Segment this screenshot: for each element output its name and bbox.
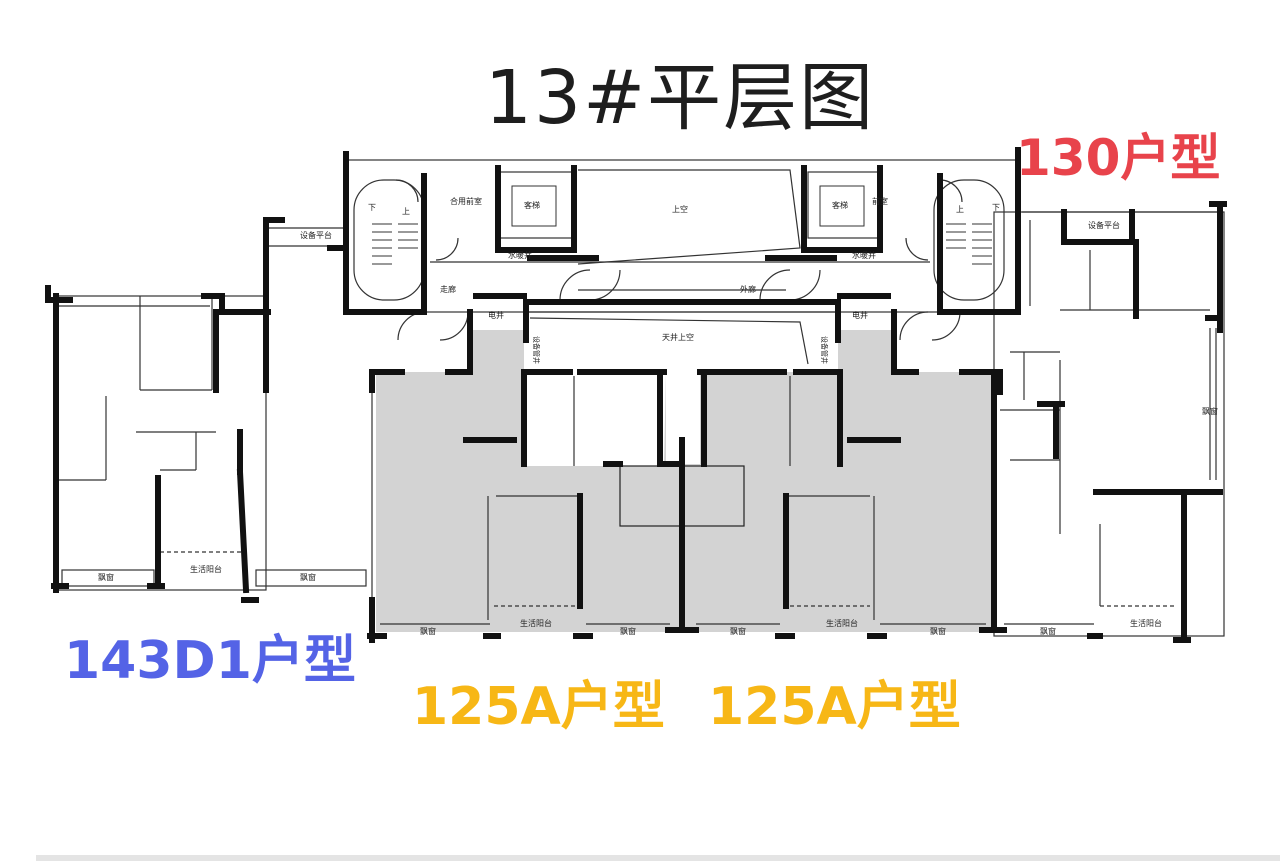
stair-label-down-right: 下: [992, 203, 1000, 212]
highlight-125a-right: [684, 330, 994, 632]
page-title: 13#平层图: [484, 55, 876, 141]
room-label-anteroom: 前室: [872, 196, 888, 206]
elevator-cars: [511, 185, 865, 227]
unit-label-125a-left: 125A户型: [412, 677, 665, 737]
room-label-equipment-platform-left: 设备平台: [300, 230, 332, 240]
unit-label-143d1: 143D1户型: [64, 631, 356, 691]
bottom-divider: [36, 855, 1280, 861]
room-label-bay-window-7: 飘窗: [1040, 626, 1056, 636]
room-label-void-top: 上空: [672, 204, 688, 214]
room-label-corridor: 走廊: [440, 284, 456, 294]
thin-lines: [53, 159, 1225, 637]
room-label-shared-anteroom: 合用前室: [450, 196, 482, 206]
room-label-bay-window-1: 飘窗: [98, 572, 114, 582]
stair-label-down-left: 下: [368, 203, 376, 212]
room-label-balcony-1: 生活阳台: [190, 564, 222, 574]
room-label-elevator-right: 客梯: [832, 200, 848, 210]
stair-label-up-left: 上: [402, 207, 410, 216]
highlight-125a-left: [376, 330, 680, 632]
room-label-elevator-left: 客梯: [524, 200, 540, 210]
room-label-water-well-left: 水暖井: [508, 250, 532, 260]
room-label-bay-window-2: 飘窗: [300, 572, 316, 582]
room-label-bay-window-6: 飘窗: [930, 626, 946, 636]
thick-walls: [45, 147, 1227, 643]
room-label-atrium-void: 天井上空: [662, 332, 694, 342]
room-label-balcony-4: 生活阳台: [1130, 618, 1162, 628]
room-label-bay-window-8: 飘窗: [1202, 406, 1218, 416]
room-label-electric-well-left: 电井: [488, 310, 504, 320]
room-label-equipment-well-right: 设备管井: [820, 336, 829, 364]
unit-label-125a-right: 125A户型: [708, 677, 961, 737]
room-label-bay-window-4: 飘窗: [620, 626, 636, 636]
room-label-equipment-well-left: 设备管井: [532, 336, 541, 364]
room-label-balcony-3: 生活阳台: [826, 618, 858, 628]
unit-label-130: 130户型: [1016, 129, 1221, 187]
room-label-electric-well-right: 电井: [852, 310, 868, 320]
room-label-bay-window-3: 飘窗: [420, 626, 436, 636]
room-label-balcony-2: 生活阳台: [520, 618, 552, 628]
room-label-outer-corridor: 外廊: [740, 284, 756, 294]
room-label-equipment-platform-right: 设备平台: [1088, 220, 1120, 230]
stair-label-up-right: 上: [956, 205, 964, 214]
stairs: [372, 223, 992, 265]
room-label-bay-window-5: 飘窗: [730, 626, 746, 636]
room-label-water-well-right: 水暖井: [852, 250, 876, 260]
